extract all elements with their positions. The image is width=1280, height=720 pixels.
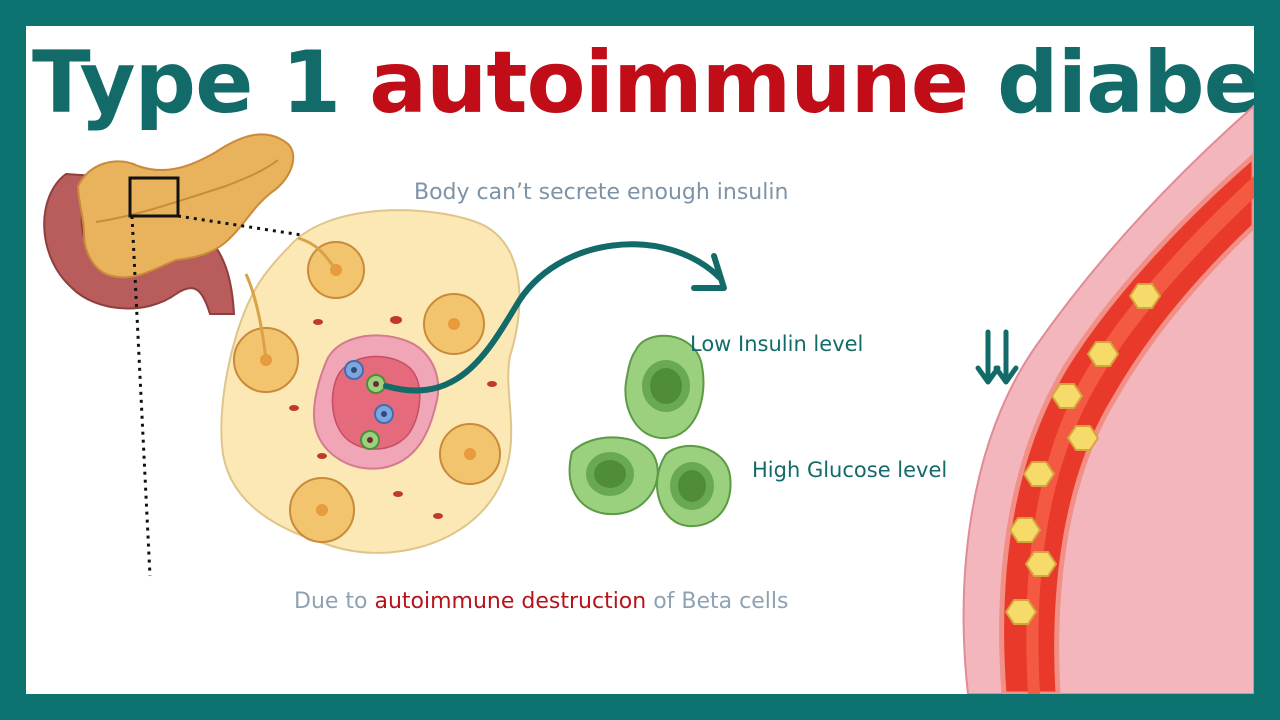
islet-tissue-illustration: [220, 209, 521, 554]
page-title: Type 1 autoimmune diabetes: [32, 28, 1254, 148]
illustration: [43, 104, 1254, 694]
title-part-type1: Type 1: [32, 33, 370, 133]
blood-vessel-illustration: [962, 104, 1254, 694]
beta-cells-illustration: [568, 334, 732, 528]
title-part-autoimmune: autoimmune: [369, 33, 969, 133]
capillaries: [289, 316, 497, 519]
pancreas: [76, 133, 295, 279]
vessel-wall-inner: [999, 152, 1254, 694]
glucose-molecules: [1004, 283, 1162, 625]
zoom-line-top: [177, 214, 309, 238]
caption-cause-suffix: of Beta cells: [646, 589, 789, 614]
caption-cause: Due to autoimmune destruction of Beta ce…: [294, 589, 788, 614]
caption-cause-highlight: autoimmune destruction: [374, 589, 647, 614]
tissue-duct-1: [297, 236, 338, 271]
tissue-duct-2: [244, 273, 268, 361]
pancreatic-duct: [95, 159, 279, 223]
curved-arrow-icon: [383, 241, 727, 394]
caption-cause-prefix: Due to: [294, 589, 375, 614]
down-arrows-icon: [975, 329, 1019, 385]
caption-insulin-secretion: Body can’t secrete enough insulin: [414, 180, 789, 205]
slide-panel: Type 1 autoimmune diabetes: [26, 26, 1254, 694]
caption-high-glucose: High Glucose level: [752, 458, 948, 482]
title-part-diabetes: diabetes: [997, 33, 1254, 133]
pancreas-illustration: [43, 133, 309, 577]
caption-low-insulin: Low Insulin level: [690, 332, 864, 356]
zoom-box: [128, 176, 180, 218]
